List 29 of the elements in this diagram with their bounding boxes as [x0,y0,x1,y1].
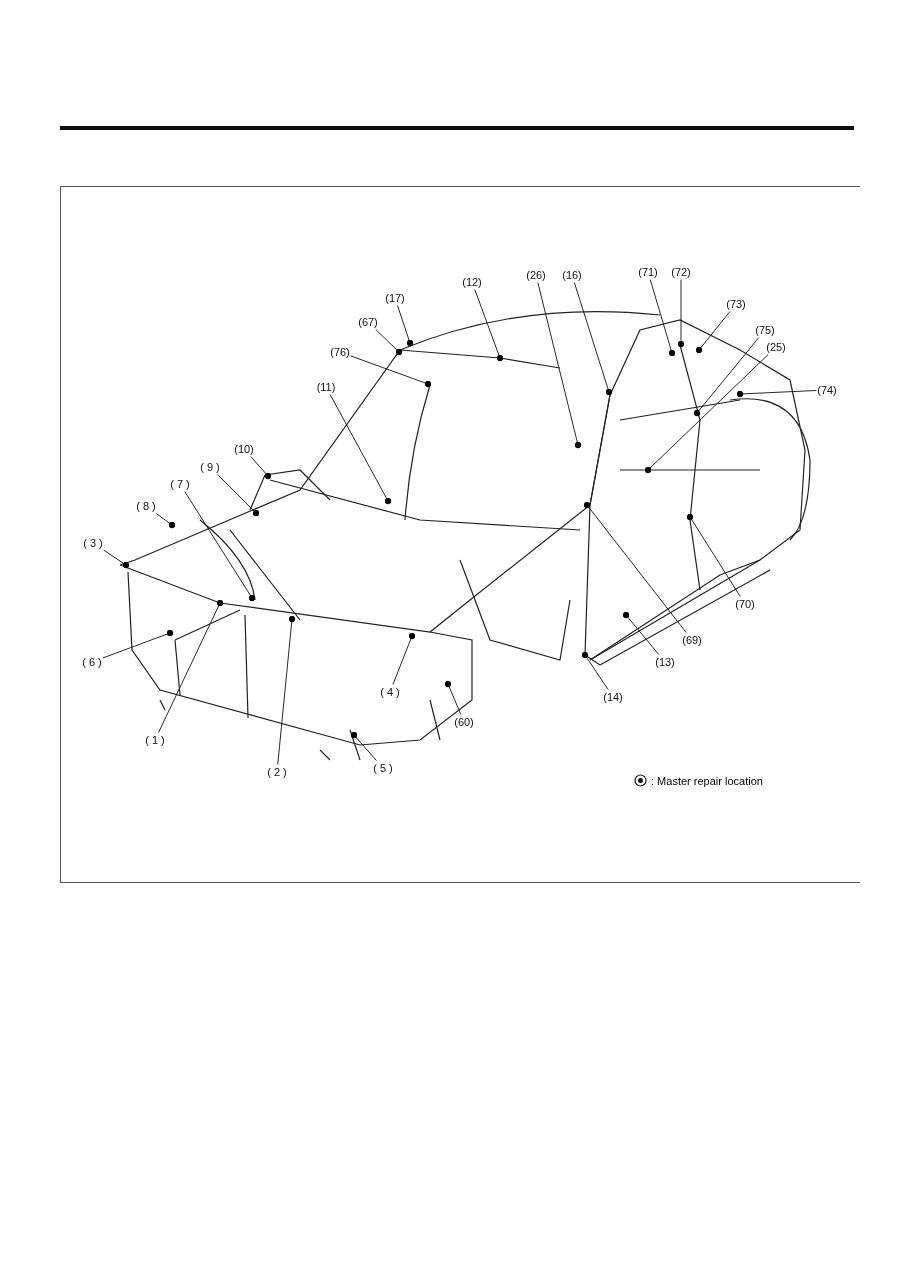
callout-number: ( 2 ) [267,765,287,779]
callout-number: ( 4 ) [380,685,400,699]
callout-number: ( 6 ) [82,655,102,669]
callout-number: (13) [655,655,675,669]
callout-number: ( 5 ) [373,761,393,775]
callout-number: (14) [603,690,623,704]
callout-number: (26) [526,268,546,282]
callout-number: ( 8 ) [136,499,156,513]
callout-number: (11) [316,380,336,394]
callout-number: (69) [682,633,702,647]
callout-number: (10) [234,442,254,456]
callout-number: (70) [735,597,755,611]
callout-number: (72) [671,265,691,279]
callout-number: (16) [562,268,582,282]
callout-number: (67) [358,315,378,329]
callout-number: (60) [454,715,474,729]
callout-number: ( 1 ) [145,733,165,747]
callout-number: (17) [385,291,405,305]
callout-number: (75) [755,323,775,337]
callout-number: ( 9 ) [200,460,220,474]
callout-number: ( 7 ) [170,477,190,491]
callout-number: (76) [330,345,350,359]
callout-number: (73) [726,297,746,311]
callout-number: (71) [638,265,658,279]
callout-number: (12) [462,275,482,289]
callout-number: ( 3 ) [83,536,103,550]
callout-number: (25) [766,340,786,354]
callout-number: (74) [817,383,837,397]
legend-text: : Master repair location [651,774,763,787]
